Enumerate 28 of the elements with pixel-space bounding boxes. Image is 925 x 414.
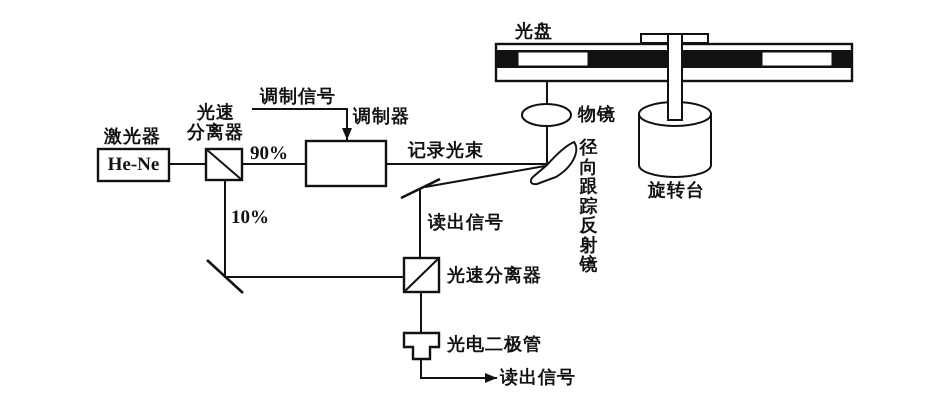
arrow <box>420 360 497 383</box>
beam-line <box>419 189 421 257</box>
edge-label: 90% <box>250 144 288 164</box>
beam-line <box>546 127 548 163</box>
signal-label: 调制信号 <box>252 87 336 108</box>
part-label: 旋转台 <box>648 181 705 201</box>
part-label: 光电二极管 <box>447 335 542 355</box>
beam-line <box>170 163 205 165</box>
beam-line <box>420 293 422 332</box>
part-label: 光速分离器 <box>187 103 245 143</box>
beam-line <box>224 181 226 277</box>
arrow <box>252 108 352 140</box>
part-label: 调制器 <box>353 107 410 127</box>
beam-line <box>225 276 403 278</box>
beam-line <box>546 82 548 103</box>
model-label: He-Ne <box>108 155 160 175</box>
signal-label: 读出信号 <box>498 368 576 388</box>
edge-label: 记录光束 <box>408 141 484 161</box>
beam-line <box>387 163 547 165</box>
part-label: 光盘 <box>515 22 553 42</box>
part-label: 激光器 <box>104 127 161 147</box>
beam-line <box>424 165 546 188</box>
beam-line <box>243 163 305 165</box>
part-label: 径向跟踪反射镜 <box>579 138 599 274</box>
edge-label: 读出信号 <box>428 213 504 233</box>
part-label: 光速分离器 <box>447 266 542 286</box>
edge-label: 10% <box>231 208 269 228</box>
part-label: 物镜 <box>578 105 616 125</box>
